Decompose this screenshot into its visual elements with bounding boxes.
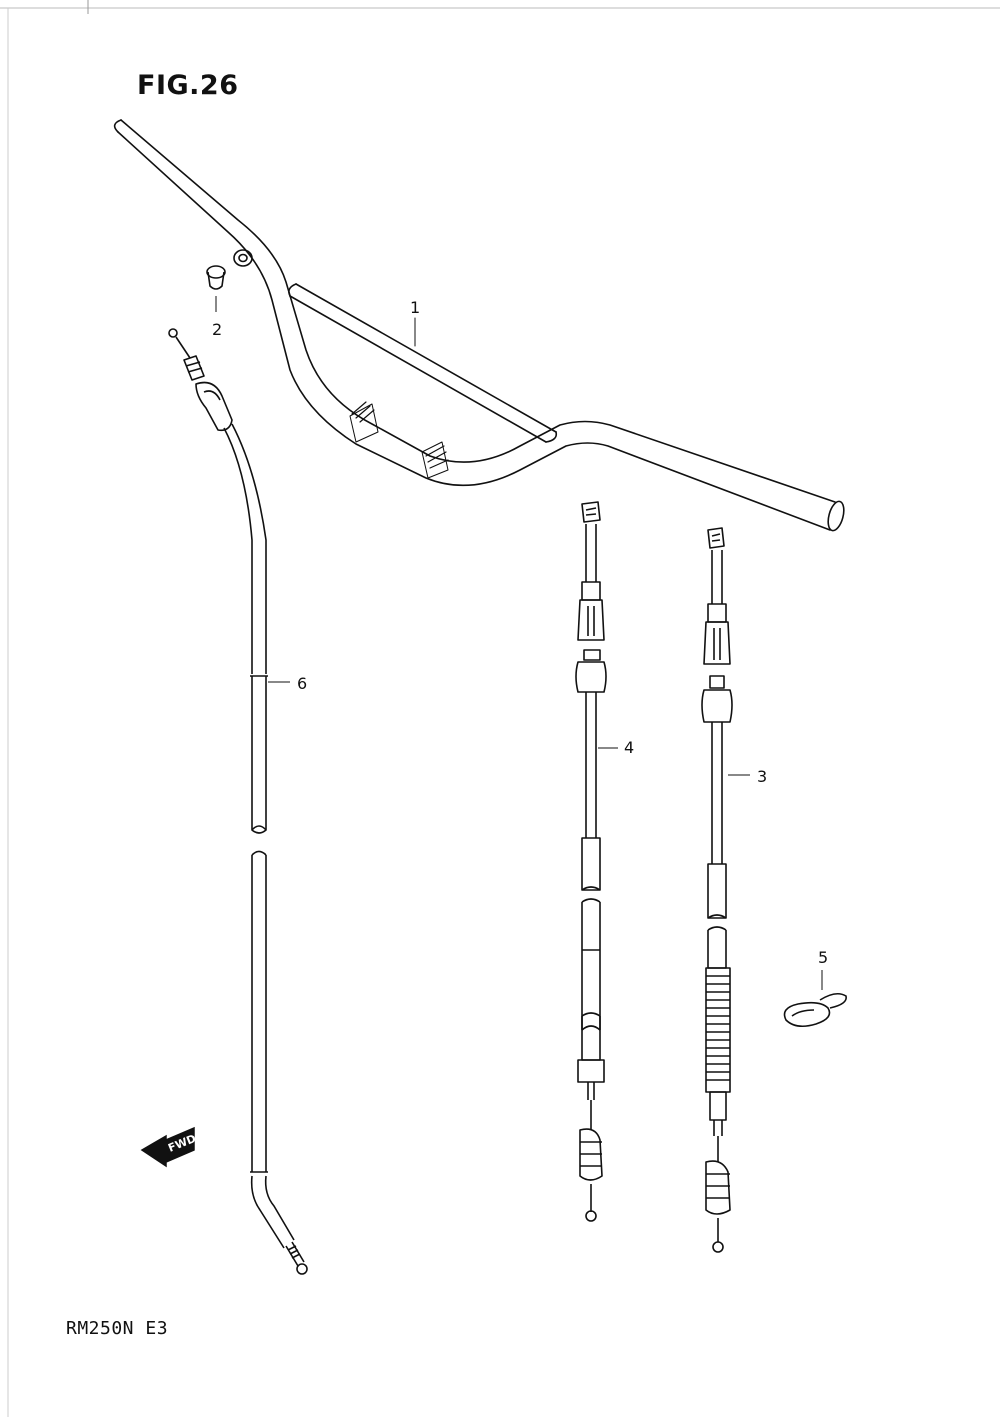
handlebar [113, 119, 845, 532]
handlebar-plug [206, 265, 226, 312]
figure-title: FIG.26 [137, 70, 239, 101]
callout-part-2: 2 [212, 320, 223, 339]
cable-part-4 [575, 501, 618, 1222]
forward-direction-badge: FWD [140, 1126, 198, 1168]
cable-part-3 [701, 527, 750, 1253]
callout-part-5: 5 [818, 948, 829, 967]
callout-part-4: 4 [624, 738, 635, 757]
model-code: RM250N E3 [66, 1318, 169, 1339]
cable-clip [783, 970, 847, 1028]
throttle-cable [168, 328, 308, 1275]
callout-part-3: 3 [757, 767, 768, 786]
callout-part-1: 1 [410, 298, 421, 317]
callout-part-6: 6 [297, 674, 308, 693]
